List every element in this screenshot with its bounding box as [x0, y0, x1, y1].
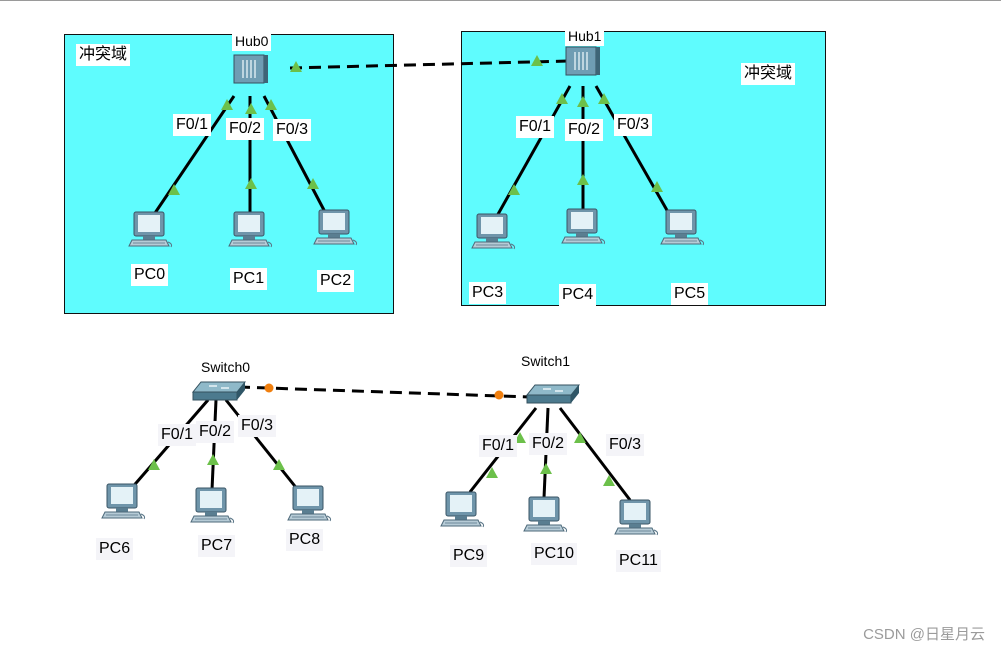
link-light-icon: [148, 459, 160, 470]
switch0-switch1-link: [237, 385, 531, 399]
collision-domain-0: [64, 34, 394, 314]
port-label: F0/3: [238, 415, 277, 437]
link-light-icon: [290, 61, 302, 72]
link-light-icon: [598, 93, 610, 104]
switch1-label[interactable]: Switch1: [518, 351, 574, 371]
link-light-icon: [207, 454, 219, 465]
link-light-icon: [486, 467, 498, 478]
link-light-icon: [577, 96, 589, 107]
pc-icon: [471, 213, 516, 250]
port-label: F0/1: [173, 114, 212, 136]
link-light-icon: [508, 184, 520, 195]
pc-label[interactable]: PC9: [450, 545, 488, 567]
hub1-pc3-link: [495, 85, 572, 217]
hub0-label[interactable]: Hub0: [232, 31, 272, 51]
pc-label[interactable]: PC6: [96, 538, 134, 560]
hub1-pc5-link: [594, 85, 670, 213]
port-label: F0/1: [516, 116, 555, 138]
link-light-icon: [531, 55, 543, 66]
port-label: F0/3: [606, 434, 645, 456]
switch-icon: [192, 381, 246, 401]
pc-icon: [128, 211, 173, 248]
link-light-icon: [265, 99, 277, 110]
hub0-pc2-link: [262, 95, 327, 213]
pc-icon: [287, 485, 332, 522]
pc-label[interactable]: PC2: [317, 270, 355, 292]
link-light-icon: [603, 475, 615, 486]
port-label: F0/1: [158, 424, 197, 446]
hub-icon: [233, 54, 269, 84]
switch0-pc8-link: [224, 399, 300, 491]
link-light-icon: [168, 184, 180, 195]
pc-icon: [614, 499, 659, 536]
pc-label[interactable]: PC5: [671, 283, 709, 305]
pc-icon: [313, 209, 358, 246]
link-light-icon: [245, 178, 257, 189]
link-light-icon: [540, 463, 552, 474]
top-border: [0, 0, 1001, 1]
link-light-icon: [574, 432, 586, 443]
link-light-icon: [307, 178, 319, 189]
port-label: F0/2: [565, 119, 604, 141]
stp-light-icon: [264, 383, 274, 393]
pc-icon: [228, 211, 273, 248]
link-light-icon: [577, 174, 589, 185]
pc-label[interactable]: PC10: [531, 543, 578, 565]
hub1-label[interactable]: Hub1: [565, 26, 605, 46]
port-label: F0/2: [226, 118, 265, 140]
pc-icon: [523, 496, 568, 533]
link-light-icon: [556, 93, 568, 104]
watermark: CSDN @日星月云: [861, 623, 987, 644]
pc-label[interactable]: PC7: [198, 535, 236, 557]
collision-domain-label: 冲突域: [76, 44, 131, 66]
pc-label[interactable]: PC0: [131, 264, 169, 286]
pc-label[interactable]: PC1: [230, 268, 268, 290]
hub0-pc0-link: [153, 95, 236, 214]
switch0-pc7-link: [210, 399, 218, 491]
hub0-hub1-link: [289, 59, 571, 70]
link-light-icon: [221, 99, 233, 110]
pc-icon: [660, 209, 705, 246]
pc-icon: [190, 487, 235, 524]
pc-label[interactable]: PC3: [469, 282, 507, 304]
link-light-icon: [245, 103, 257, 114]
port-label: F0/2: [529, 433, 568, 455]
port-label: F0/3: [614, 114, 653, 136]
switch0-label[interactable]: Switch0: [198, 357, 254, 377]
port-label: F0/1: [479, 435, 518, 457]
collision-domain-label: 冲突域: [741, 63, 796, 85]
link-light-icon: [273, 459, 285, 470]
pc-label[interactable]: PC4: [559, 284, 597, 306]
pc-icon: [561, 208, 606, 245]
pc-label[interactable]: PC11: [616, 550, 661, 572]
switch-icon: [526, 384, 580, 404]
stp-light-icon: [494, 390, 504, 400]
switch1-pc11-link: [558, 407, 632, 501]
pc-icon: [101, 483, 146, 520]
pc-icon: [440, 491, 485, 528]
hub-icon: [565, 46, 601, 76]
link-light-icon: [651, 181, 663, 192]
port-label: F0/3: [273, 119, 312, 141]
port-label: F0/2: [196, 421, 235, 443]
pc-label[interactable]: PC8: [286, 529, 324, 551]
